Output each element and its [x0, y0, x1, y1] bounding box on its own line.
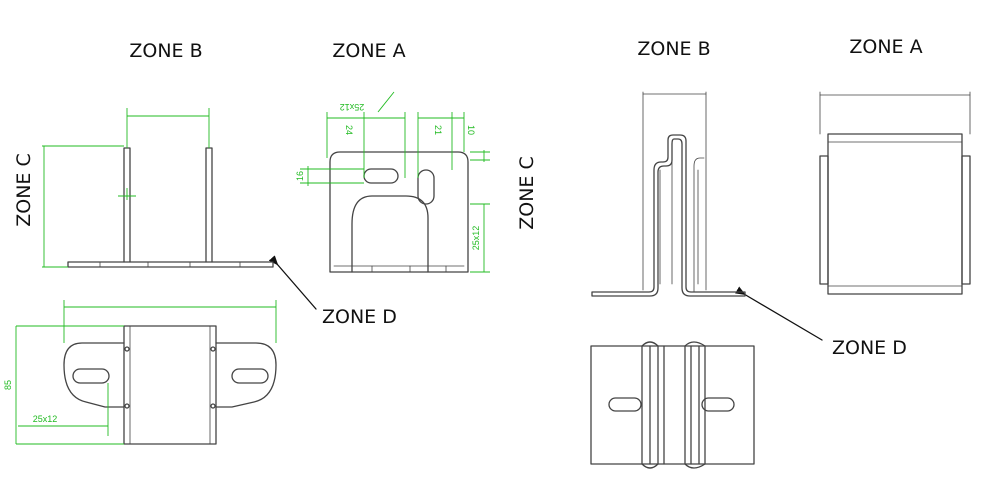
right-zone-a-front-view [819, 91, 971, 295]
left-zone-b-dimensions [42, 108, 210, 268]
right-zone-b-label: ZONE B [637, 38, 710, 60]
right-zone-d-label: ZONE D [832, 337, 907, 359]
right-drawing: ZONE B ZONE A ZONE C ZONE D [516, 36, 971, 469]
left-plan-view-dimensions [15, 300, 277, 445]
left-zone-b-label: ZONE B [129, 40, 202, 62]
right-plan-view [590, 341, 755, 469]
left-zone-d-label: ZONE D [322, 306, 397, 328]
right-zone-c-label: ZONE C [516, 156, 538, 230]
left-zone-c-label: ZONE C [13, 153, 35, 227]
right-zone-a-label: ZONE A [849, 36, 922, 58]
right-zone-b-side-view [591, 91, 746, 297]
left-zone-a-label: ZONE A [332, 40, 405, 62]
dim-height-16: 16 [295, 171, 305, 181]
left-zone-d-arrow [268, 255, 317, 310]
dim-width-21: 21 [433, 125, 443, 135]
left-zone-a-front-view [329, 151, 469, 273]
right-zone-d-arrow [735, 286, 823, 341]
left-zone-b-side-view [67, 147, 274, 268]
dim-slot-side: 25x12 [471, 226, 481, 251]
dim-width-24: 24 [344, 125, 354, 135]
dim-height-85: 85 [3, 380, 13, 390]
dim-height-10: 10 [466, 125, 476, 135]
left-drawing: ZONE B ZONE A ZONE C ZONE D [3, 40, 490, 445]
dim-slot-bottom: 25x12 [33, 414, 58, 424]
dim-slot-top: 25x12 [340, 102, 365, 112]
left-plan-view [63, 325, 277, 445]
left-zone-a-dimensions [300, 91, 490, 273]
